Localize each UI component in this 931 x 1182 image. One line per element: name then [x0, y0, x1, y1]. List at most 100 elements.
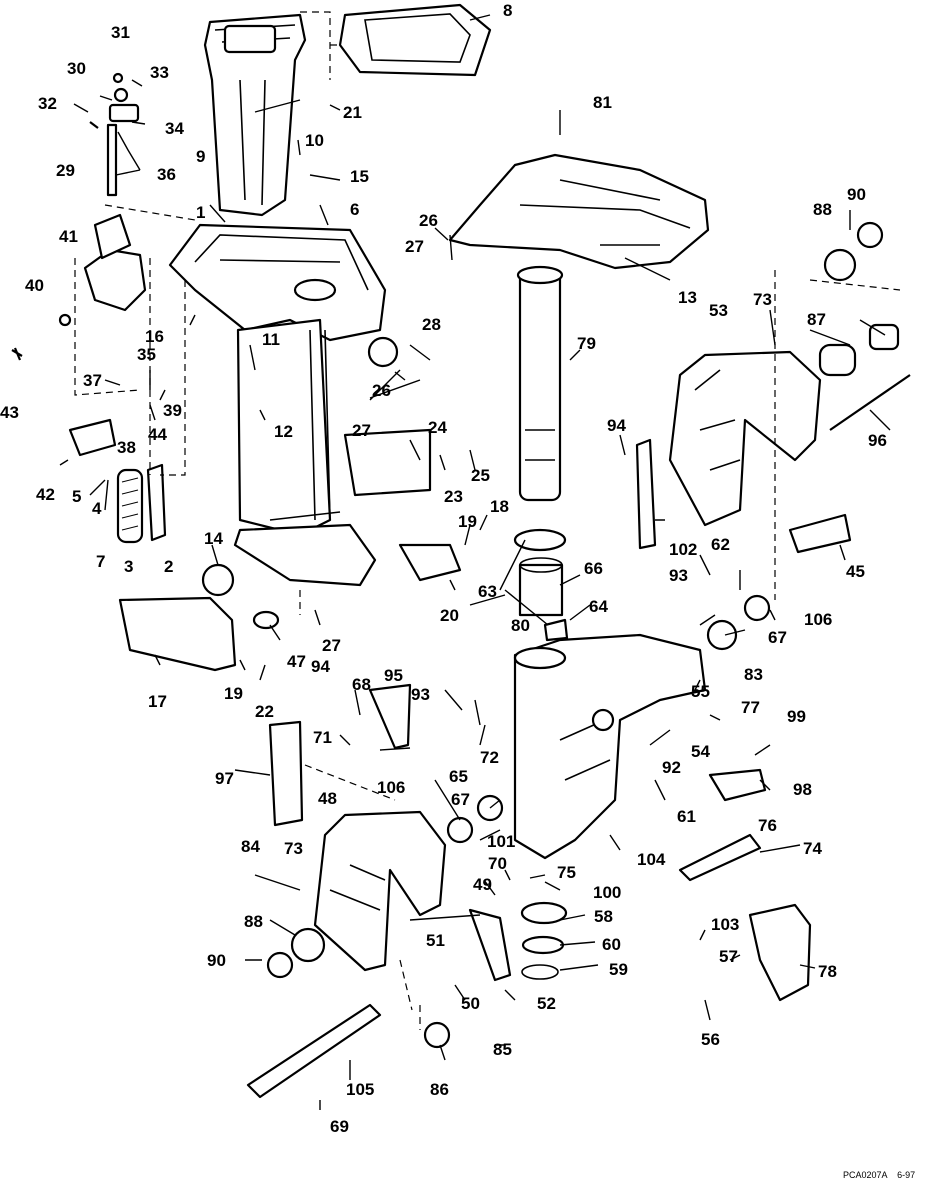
callout-20: 20	[440, 606, 459, 625]
callout-27: 27	[322, 636, 341, 655]
callout-66: 66	[584, 559, 603, 578]
callout-51: 51	[426, 931, 445, 950]
callout-29: 29	[56, 161, 75, 180]
callout-7: 7	[96, 552, 105, 571]
callout-47: 47	[287, 652, 306, 671]
callout-92: 92	[662, 758, 681, 777]
callout-60: 60	[602, 935, 621, 954]
callout-38: 38	[117, 438, 136, 457]
callout-69: 69	[330, 1117, 349, 1136]
callout-10: 10	[305, 131, 324, 150]
callout-45: 45	[846, 562, 865, 581]
callout-65: 65	[449, 767, 468, 786]
callout-71: 71	[313, 728, 332, 747]
callout-34: 34	[165, 119, 184, 138]
callout-52: 52	[537, 994, 556, 1013]
callout-22: 22	[255, 702, 274, 721]
callout-14: 14	[204, 529, 223, 548]
callout-56: 56	[701, 1030, 720, 1049]
callout-100: 100	[593, 883, 621, 902]
callout-63: 63	[478, 582, 497, 601]
callout-28: 28	[422, 315, 441, 334]
callout-27: 27	[352, 421, 371, 440]
callout-79: 79	[577, 334, 596, 353]
callout-25: 25	[471, 466, 490, 485]
callout-42: 42	[36, 485, 55, 504]
callout-59: 59	[609, 960, 628, 979]
leader-lines	[59, 14, 891, 1110]
callout-50: 50	[461, 994, 480, 1013]
callout-37: 37	[83, 371, 102, 390]
callout-15: 15	[350, 167, 369, 186]
alignment-lines	[299, 270, 901, 1030]
exhaust-adapter-group	[104, 3, 492, 587]
callout-40: 40	[25, 276, 44, 295]
callout-17: 17	[148, 692, 167, 711]
callout-27: 27	[405, 237, 424, 256]
callout-83: 83	[744, 665, 763, 684]
callout-62: 62	[711, 535, 730, 554]
callout-36: 36	[157, 165, 176, 184]
callout-104: 104	[637, 850, 666, 869]
callout-6: 6	[350, 200, 359, 219]
callout-32: 32	[38, 94, 57, 113]
callout-67: 67	[768, 628, 787, 647]
callout-93: 93	[669, 566, 688, 585]
callout-90: 90	[847, 185, 866, 204]
figure-code: PCA0207A	[843, 1170, 888, 1180]
callout-24: 24	[428, 418, 447, 437]
callout-84: 84	[241, 837, 260, 856]
stern-brackets-group	[268, 350, 822, 1002]
callout-72: 72	[480, 748, 499, 767]
callout-11: 11	[262, 330, 280, 349]
callout-103: 103	[711, 915, 739, 934]
callout-73: 73	[284, 839, 303, 858]
callout-75: 75	[557, 863, 576, 882]
callout-12: 12	[274, 422, 293, 441]
callout-18: 18	[490, 497, 509, 516]
figure-identifier: PCA0207A 6-97	[843, 1170, 915, 1180]
callout-21: 21	[343, 103, 362, 122]
callout-67: 67	[451, 790, 470, 809]
callout-57: 57	[719, 947, 738, 966]
callout-26: 26	[419, 211, 438, 230]
callout-33: 33	[150, 63, 169, 82]
callout-2: 2	[164, 557, 173, 576]
callout-102: 102	[669, 540, 697, 559]
callout-95: 95	[384, 666, 403, 685]
callout-48: 48	[318, 789, 337, 808]
callout-94: 94	[311, 657, 330, 676]
callout-105: 105	[346, 1080, 374, 1099]
callout-labels: 1 2 3 4 5 6 7 8 9 10 11 12 13 14 15 16 1…	[0, 1, 887, 1136]
callout-31: 31	[111, 23, 130, 42]
callout-53: 53	[709, 301, 728, 320]
callout-98: 98	[793, 780, 812, 799]
misc-hardware-group	[201, 221, 911, 1099]
callout-49: 49	[473, 875, 492, 894]
callout-64: 64	[589, 597, 608, 616]
callout-78: 78	[818, 962, 837, 981]
callout-3: 3	[124, 557, 133, 576]
callout-8: 8	[503, 1, 512, 20]
callout-93: 93	[411, 685, 430, 704]
callout-81: 81	[593, 93, 612, 112]
callout-30: 30	[67, 59, 86, 78]
callout-97: 97	[215, 769, 234, 788]
callout-86: 86	[430, 1080, 449, 1099]
callout-44: 44	[148, 425, 167, 444]
callout-43: 43	[0, 403, 19, 422]
callout-73: 73	[753, 290, 772, 309]
callout-99: 99	[787, 707, 806, 726]
callout-23: 23	[444, 487, 463, 506]
callout-19: 19	[458, 512, 477, 531]
callout-4: 4	[92, 499, 102, 518]
callout-58: 58	[594, 907, 613, 926]
left-hardware-group	[11, 72, 237, 672]
callout-74: 74	[803, 839, 822, 858]
callout-5: 5	[72, 487, 81, 506]
callout-68: 68	[352, 675, 371, 694]
callout-26: 26	[372, 381, 391, 400]
callout-87: 87	[807, 310, 826, 329]
callout-54: 54	[691, 742, 710, 761]
